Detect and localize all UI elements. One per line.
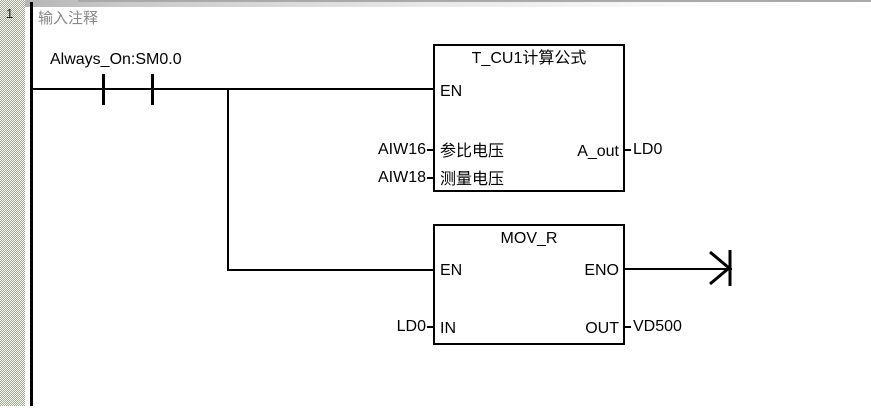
function-block-t-cu1[interactable]: T_CU1计算公式 EN 参比电压 测量电压 A_out — [433, 44, 625, 192]
operand-input-1-block1[interactable]: AIW18 — [377, 169, 426, 186]
pin-output-0: OUT — [585, 320, 619, 337]
network-comment[interactable]: 输入注释 — [38, 10, 99, 27]
contact-bar-right[interactable] — [151, 74, 154, 105]
stub-input-1-block1 — [427, 177, 434, 179]
left-power-rail — [30, 2, 33, 406]
pin-input-1: 测量电压 — [440, 171, 505, 188]
pin-en: EN — [440, 83, 463, 100]
wire-eno-to-terminator — [624, 268, 732, 270]
branch-vertical-wire — [227, 88, 229, 271]
network-number: 1 — [6, 6, 14, 21]
power-flow-arrow-icon — [692, 248, 734, 288]
contact-label[interactable]: Always_On:SM0.0 — [50, 51, 182, 68]
pin-input-0: 参比电压 — [440, 143, 505, 160]
operand-output-0-block1[interactable]: LD0 — [633, 141, 663, 158]
stub-output-0-block2 — [624, 326, 631, 328]
function-block-title: MOV_R — [500, 230, 558, 247]
wire-to-block2-en — [227, 269, 435, 271]
stub-input-0-block1 — [427, 149, 434, 151]
function-block-title: T_CU1计算公式 — [471, 50, 587, 67]
wire-to-block1-en — [227, 88, 435, 90]
network-header-strip — [0, 0, 871, 7]
stub-output-0-block1 — [624, 149, 631, 151]
operand-input-0-block2[interactable]: LD0 — [396, 318, 426, 335]
pin-output-0: A_out — [577, 143, 619, 160]
operand-output-0-block2[interactable]: VD500 — [633, 318, 682, 335]
pin-eno: ENO — [584, 262, 619, 279]
function-block-mov-r[interactable]: MOV_R EN ENO IN OUT — [433, 224, 625, 345]
pin-input-0: IN — [440, 320, 456, 337]
pin-en: EN — [440, 262, 463, 279]
operand-input-0-block1[interactable]: AIW16 — [377, 141, 426, 158]
rung-wire-contact-to-branch — [152, 88, 230, 90]
network-header-rule — [78, 0, 871, 2]
network-gutter — [0, 0, 25, 406]
rung-wire-rail-to-contact — [32, 88, 104, 90]
rung-wire-contact-gap — [103, 88, 155, 90]
contact-bar-left[interactable] — [102, 74, 105, 105]
stub-input-0-block2 — [427, 326, 434, 328]
